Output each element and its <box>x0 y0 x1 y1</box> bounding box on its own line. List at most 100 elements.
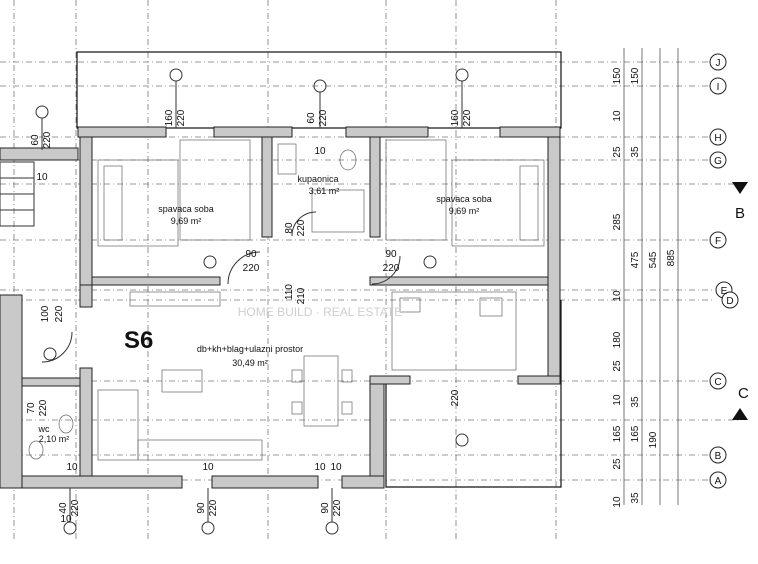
axis-labels: J I H G F E D C B A <box>714 58 734 487</box>
section-label-b: B <box>735 205 745 222</box>
axis-bubbles <box>709 53 739 489</box>
label-wall_thickness_labels-5: 10 <box>330 462 342 473</box>
label-vertical_dimensions-column1-7: 10 <box>612 394 623 406</box>
axis-label-f: F <box>715 236 721 247</box>
label-vertical_dimensions-column1-0: 150 <box>612 67 623 84</box>
axis-label-a: A <box>715 476 722 487</box>
label-vertical_dimensions-column2-0: 150 <box>630 67 641 84</box>
label-vertical_dimensions-column1-9: 25 <box>612 458 623 470</box>
label-openings_inner-2-height: 220 <box>296 219 307 236</box>
inner-opening-dims: 90 220 90 220 80 220 110 210 100 220 70 … <box>26 219 400 416</box>
label-openings_bottom-1-width: 90 <box>196 502 207 514</box>
bed-left <box>97 159 179 247</box>
label-openings_top-1-height: 220 <box>176 109 187 126</box>
label-wall_thickness_labels-3: 10 <box>66 462 78 473</box>
section-c-arrow <box>732 408 748 420</box>
label-openings_inner-2-width: 80 <box>284 222 295 234</box>
room-labels: spavaca soba 9,69 m² kupaonica 3,61 m² s… <box>38 174 492 444</box>
label-openings_bottom-2-width: 90 <box>320 502 331 514</box>
label-vertical_dimensions-column3-0: 545 <box>648 251 659 268</box>
label-openings_inner-1-width: 90 <box>385 249 397 260</box>
wall-thickness-labels: 10 10 10 10 10 10 <box>36 146 342 525</box>
room-name-living: db+kh+blag+ulazni prostor <box>197 344 303 354</box>
bottom-opening-dims: 40 220 90 220 90 220 220 10 <box>58 389 461 516</box>
label-vertical_dimensions-column2-3: 35 <box>630 396 641 408</box>
room-area-bathroom: 3,61 m² <box>309 186 340 196</box>
dimension-texts-col2: 150 35 475 35 165 35 <box>630 67 641 503</box>
stairs <box>0 161 35 227</box>
wardrobe-right <box>385 139 447 241</box>
label-wall_thickness_labels-0: 10 <box>36 172 48 183</box>
label-vertical_dimensions-column1-2: 25 <box>612 146 623 158</box>
label-vertical_dimensions-column3-1: 190 <box>648 431 659 448</box>
label-openings_inner-5-height: 220 <box>38 399 49 416</box>
label-vertical_dimensions-column2-2: 475 <box>630 251 641 268</box>
label-wall_thickness_labels-4: 10 <box>60 514 72 525</box>
axis-label-g: G <box>714 156 722 167</box>
axis-label-i: I <box>717 82 720 93</box>
label-openings_top-3-height: 220 <box>462 109 473 126</box>
wc-fixtures <box>28 414 74 460</box>
wardrobe-left <box>179 139 251 241</box>
room-area-bedroom-right: 9,69 m² <box>449 206 480 216</box>
axis-label-e: E <box>721 286 728 297</box>
dimension-texts-col1: 150 10 25 285 10 180 25 10 165 25 10 <box>612 67 623 507</box>
label-vertical_dimensions-column1-10: 10 <box>612 496 623 508</box>
door-swings <box>41 211 401 363</box>
balcony-outline <box>76 51 562 129</box>
label-openings_inner-4-height: 220 <box>54 305 65 322</box>
label-openings_bottom-1-height: 220 <box>208 499 219 516</box>
label-vertical_dimensions-column1-5: 180 <box>612 331 623 348</box>
label-vertical_dimensions-column1-4: 10 <box>612 290 623 302</box>
label-openings_bottom-2-height: 220 <box>332 499 343 516</box>
label-openings_bottom-4-width: 10 <box>314 462 326 473</box>
room-area-bedroom-left: 9,69 m² <box>171 216 202 226</box>
label-openings_top-1-width: 160 <box>164 109 175 126</box>
label-openings_top-0-width: 60 <box>30 134 41 146</box>
label-vertical_dimensions-column2-5: 35 <box>630 492 641 504</box>
label-openings_inner-5-width: 70 <box>26 402 37 414</box>
room-name-bathroom: kupaonica <box>297 174 338 184</box>
sofa <box>97 369 263 461</box>
kitchen-unit <box>129 291 517 371</box>
dimension-lines <box>623 48 679 505</box>
dimension-texts-col4: 885 <box>666 249 677 266</box>
label-openings_inner-3-height: 210 <box>296 287 307 304</box>
section-label-c: C <box>738 385 749 402</box>
label-wall_thickness_labels-1: 10 <box>314 146 326 157</box>
label-openings_bottom-0-width: 40 <box>58 502 69 514</box>
top-opening-dims: 60 220 160 220 60 220 160 220 <box>30 109 473 148</box>
room-area-wc: 2,10 m² <box>39 434 70 444</box>
bed-right <box>451 159 545 247</box>
window-markers <box>35 68 469 535</box>
room-name-bedroom-right: spavaca soba <box>436 194 492 204</box>
label-openings_inner-1-height: 220 <box>383 263 400 274</box>
axis-label-j: J <box>716 58 721 69</box>
section-b-arrow <box>732 182 748 194</box>
watermark: HOME BUILD · REAL ESTATE <box>238 305 402 319</box>
label-openings_bottom-3-width: 220 <box>450 389 461 406</box>
label-vertical_dimensions-column1-6: 25 <box>612 360 623 372</box>
label-openings_inner-0-height: 220 <box>243 263 260 274</box>
walls <box>0 126 561 489</box>
label-vertical_dimensions-column1-8: 165 <box>612 425 623 442</box>
label-openings_inner-3-width: 110 <box>284 284 295 300</box>
axis-label-h: H <box>714 133 721 144</box>
label-openings_inner-0-width: 90 <box>245 249 257 260</box>
label-vertical_dimensions-column1-3: 285 <box>612 213 623 230</box>
label-wall_thickness_labels-2: 10 <box>202 462 214 473</box>
label-vertical_dimensions-column2-4: 165 <box>630 425 641 442</box>
label-openings_bottom-0-height: 220 <box>70 499 81 516</box>
label-openings_inner-4-width: 100 <box>40 305 51 322</box>
label-openings_top-3-width: 160 <box>450 109 461 126</box>
room-area-living: 30,49 m² <box>232 358 268 368</box>
label-vertical_dimensions-column4-0: 885 <box>666 249 677 266</box>
label-vertical_dimensions-column2-1: 35 <box>630 146 641 158</box>
room-name-wc: wc <box>38 424 50 434</box>
label-vertical_dimensions-column1-1: 10 <box>612 110 623 122</box>
dimension-texts-col3: 545 190 <box>648 251 659 448</box>
terrace-outline <box>385 300 562 488</box>
dining-table <box>291 355 353 427</box>
